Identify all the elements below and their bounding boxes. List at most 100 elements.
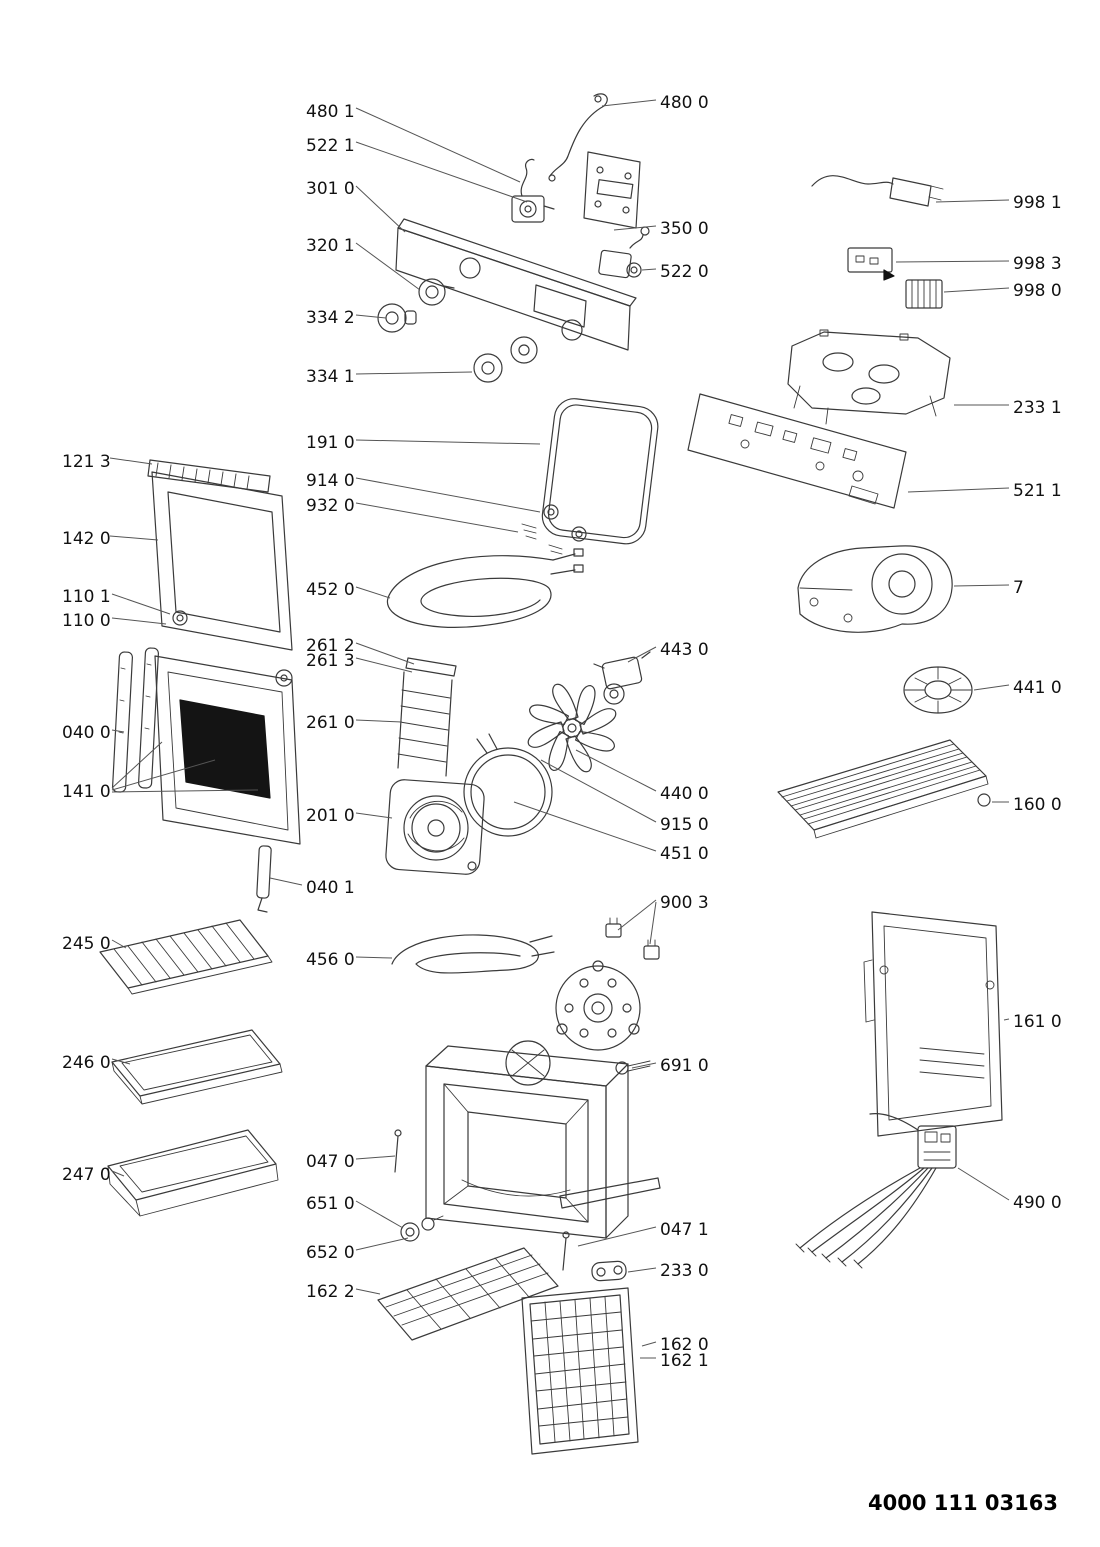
part-label-480-1: 480 1 (306, 102, 355, 122)
part-label-162-0: 162 0 (660, 1335, 709, 1355)
part-label-110-0: 110 0 (62, 611, 111, 631)
pin-047-0-drawing (394, 1129, 402, 1173)
motor-443-0-drawing (593, 651, 651, 705)
fan-housing-7-drawing (797, 545, 953, 633)
part-label-451-0: 451 0 (660, 844, 709, 864)
bottom-grid-162-2-drawing (377, 1247, 559, 1341)
screw-691-0-drawing (615, 1060, 651, 1075)
fan-cover-201-0-drawing (385, 779, 485, 875)
part-label-162-2: 162 2 (306, 1282, 355, 1302)
clamp-233-0-drawing (591, 1260, 627, 1282)
part-label-247-0: 247 0 (62, 1165, 111, 1185)
part-label-233-0: 233 0 (660, 1261, 709, 1281)
part-label-443-0: 443 0 (660, 640, 709, 660)
part-label-452-0: 452 0 (306, 580, 355, 600)
wire-rack-245-0-drawing (99, 919, 273, 995)
plate-998-3-drawing (847, 247, 895, 281)
back-grids-162-drawing (521, 1287, 639, 1455)
connectors-900-3-drawing (605, 917, 660, 960)
part-label-350-0: 350 0 (660, 219, 709, 239)
switch-522-0-drawing (598, 226, 650, 279)
part-label-261-0: 261 0 (306, 713, 355, 733)
part-label-691-0: 691 0 (660, 1056, 709, 1076)
hinges-110-drawing (172, 610, 293, 687)
part-label-480-0: 480 0 (660, 93, 709, 113)
part-label-998-3: 998 3 (1013, 254, 1062, 274)
outer-door-142-0-drawing (151, 471, 293, 651)
part-label-233-1: 233 1 (1013, 398, 1062, 418)
pin-047-1-drawing (562, 1231, 570, 1271)
knobs-651-652-drawing (400, 1215, 444, 1242)
part-label-161-0: 161 0 (1013, 1012, 1062, 1032)
part-label-245-0: 245 0 (62, 934, 111, 954)
knob-334-1-drawing (473, 336, 538, 383)
part-label-456-0: 456 0 (306, 950, 355, 970)
part-label-246-0: 246 0 (62, 1053, 111, 1073)
part-label-261-2: 261 2 (306, 636, 355, 656)
fasteners-914-932-drawing (521, 504, 587, 555)
part-label-040-1: 040 1 (306, 878, 355, 898)
part-label-522-0: 522 0 (660, 262, 709, 282)
part-label-932-0: 932 0 (306, 496, 355, 516)
part-label-490-0: 490 0 (1013, 1193, 1062, 1213)
part-label-441-0: 441 0 (1013, 678, 1062, 698)
part-label-652-0: 652 0 (306, 1243, 355, 1263)
document-number: 4000 111 03163 (868, 1491, 1058, 1515)
part-drawings (99, 93, 1003, 1455)
part-label-334-1: 334 1 (306, 367, 355, 387)
part-label-7: 7 (1013, 578, 1024, 598)
part-label-110-1: 110 1 (62, 587, 111, 607)
part-label-141-0: 141 0 (62, 782, 111, 802)
motor-plate-drawing (555, 960, 641, 1051)
part-label-900-3: 900 3 (660, 893, 709, 913)
part-label-142-0: 142 0 (62, 529, 111, 549)
part-labels: 121 3 142 0 110 1 110 0 040 0 141 0 245 … (62, 93, 1062, 1371)
part-label-522-1: 522 1 (306, 136, 355, 156)
grill-rack-160-0-drawing (777, 739, 991, 839)
part-label-998-1: 998 1 (1013, 193, 1062, 213)
part-label-191-0: 191 0 (306, 433, 355, 453)
part-label-915-0: 915 0 (660, 815, 709, 835)
knob-320-1-drawing (418, 278, 455, 306)
part-label-121-3: 121 3 (62, 452, 111, 472)
part-label-334-2: 334 2 (306, 308, 355, 328)
inner-door-141-0-drawing (154, 655, 301, 845)
leader-lines (109, 99, 1010, 1359)
wire-480-0-drawing (548, 93, 608, 182)
bracket-350-0-drawing (583, 151, 641, 229)
door-seal-191-0-drawing (541, 398, 659, 545)
side-rack-261-drawing (397, 657, 457, 777)
shallow-tray-246-0-drawing (111, 1029, 283, 1105)
door-trim-121-3-drawing (147, 459, 271, 493)
fan-impeller-440-0-drawing (527, 683, 617, 773)
part-label-201-0: 201 0 (306, 806, 355, 826)
oven-cavity-drawing (425, 1040, 661, 1239)
wiring-harness-490-0-drawing (795, 1113, 957, 1269)
part-label-521-1: 521 1 (1013, 481, 1062, 501)
part-label-160-0: 160 0 (1013, 795, 1062, 815)
part-label-162-1: 162 1 (660, 1351, 709, 1371)
deep-tray-247-0-drawing (107, 1129, 279, 1217)
part-label-914-0: 914 0 (306, 471, 355, 491)
part-label-998-0: 998 0 (1013, 281, 1062, 301)
lower-element-456-0-drawing (391, 934, 555, 974)
part-label-261-3: 261 3 (306, 651, 355, 671)
back-panel-161-0-drawing (863, 911, 1003, 1137)
part-label-047-0: 047 0 (306, 1152, 355, 1172)
part-label-320-1: 320 1 (306, 236, 355, 256)
hinge-rails-040-0-drawing (111, 647, 159, 793)
part-label-301-0: 301 0 (306, 179, 355, 199)
hinge-bar-040-1-drawing (256, 845, 272, 913)
bracket-233-1-drawing (787, 329, 951, 425)
pcb-521-1-drawing (687, 393, 907, 509)
ring-element-451-0-drawing (463, 733, 553, 837)
block-998-0-drawing (905, 279, 943, 309)
grill-element-452-0-drawing (386, 548, 584, 628)
control-panel-301-0-drawing (395, 218, 637, 351)
part-label-651-0: 651 0 (306, 1194, 355, 1214)
part-label-440-0: 440 0 (660, 784, 709, 804)
power-cord-998-1-drawing (811, 175, 944, 207)
part-label-047-1: 047 1 (660, 1220, 709, 1240)
